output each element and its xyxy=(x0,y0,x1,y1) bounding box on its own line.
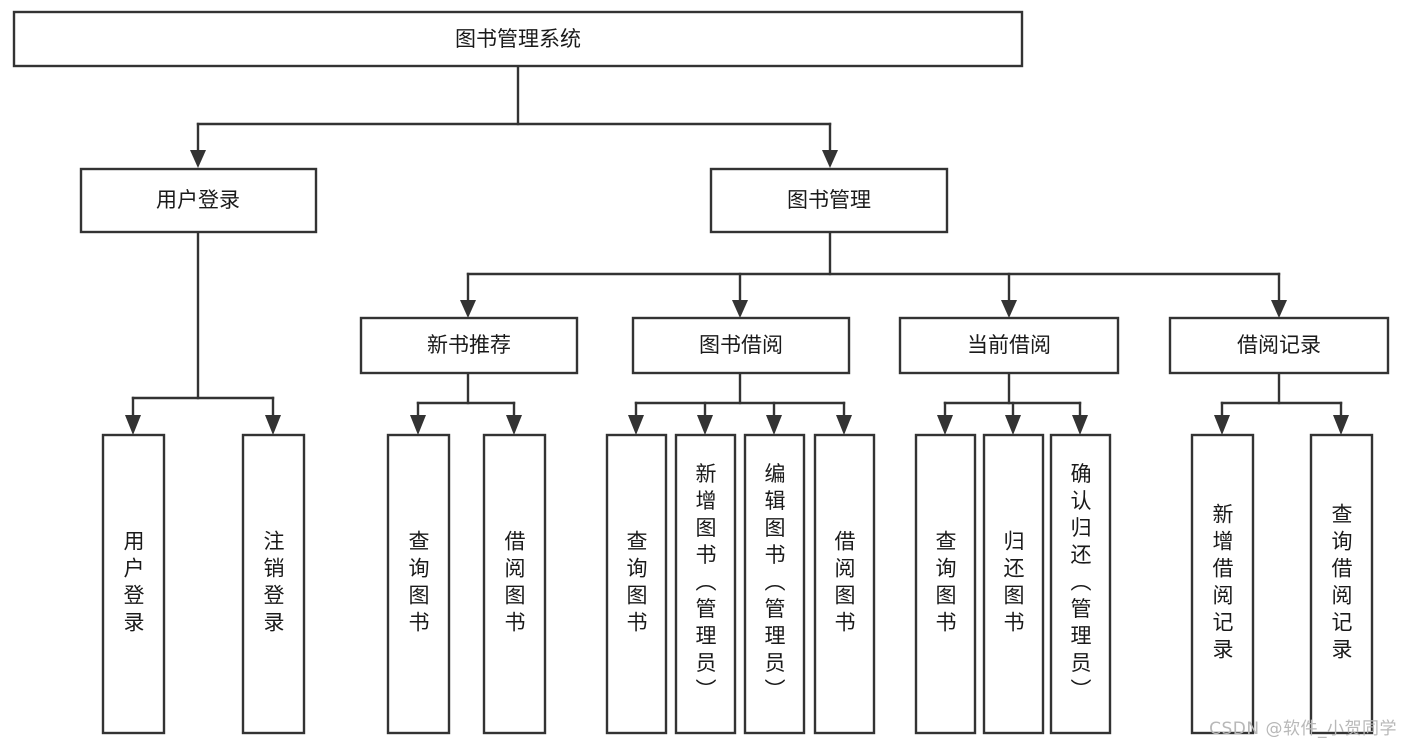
leaf-bo-query-rect xyxy=(605,433,668,735)
node-user-login-rect xyxy=(79,167,318,234)
leaf-node[interactable]: 用户登录 xyxy=(101,433,166,735)
node-new-book-recommend[interactable]: 新书推荐 xyxy=(359,316,579,375)
arrowhead-user-login xyxy=(190,150,206,168)
arrowhead-borrow xyxy=(732,300,748,318)
node-current-borrow-rect xyxy=(898,316,1120,375)
arrowhead-new-book xyxy=(460,300,476,318)
arrowhead-leaf-cu-2 xyxy=(1072,415,1088,435)
leaf-nb-query-rect xyxy=(386,433,451,735)
leaf-cu-query-label: 查询图书 xyxy=(933,530,957,638)
leaf-cu-confirm-rect xyxy=(1049,433,1112,735)
arrowhead-book-manage xyxy=(822,150,838,168)
leaf-node[interactable]: 注销登录 xyxy=(241,433,306,735)
leaf-nb-borrow-label: 借阅图书 xyxy=(502,530,526,638)
leaf-node[interactable]: 新增图书（管理员） xyxy=(674,433,737,735)
node-borrow-record[interactable]: 借阅记录 xyxy=(1168,316,1390,375)
arrowhead-record xyxy=(1271,300,1287,318)
arrowhead-current xyxy=(1001,300,1017,318)
arrowhead-leaf-bo-1 xyxy=(697,415,713,435)
leaf-node[interactable]: 确认归还（管理员） xyxy=(1049,433,1112,735)
leaf-bo-add-rect xyxy=(674,433,737,735)
arrowhead-leaf-user-login xyxy=(125,415,141,435)
node-borrow-record-label: 借阅记录 xyxy=(1237,333,1321,357)
leaf-node[interactable]: 查询图书 xyxy=(386,433,451,735)
arrowhead-leaf-bo-3 xyxy=(836,415,852,435)
connectors-record-to-leaves xyxy=(1214,371,1349,435)
node-root-system[interactable]: 图书管理系统 xyxy=(12,10,1024,68)
node-book-borrow-label: 图书借阅 xyxy=(699,333,783,357)
node-root-rect xyxy=(12,10,1024,68)
connectors-root-to-level2 xyxy=(190,64,838,168)
node-book-borrow-rect xyxy=(631,316,851,375)
leaf-cu-query-rect xyxy=(914,433,977,735)
arrowhead-leaf-cu-0 xyxy=(937,415,953,435)
leaf-re-add-label: 新增借阅记录 xyxy=(1210,503,1234,665)
node-new-book-rect xyxy=(359,316,579,375)
node-book-borrow[interactable]: 图书借阅 xyxy=(631,316,851,375)
node-current-borrow[interactable]: 当前借阅 xyxy=(898,316,1120,375)
leaf-node[interactable]: 归还图书 xyxy=(982,433,1045,735)
leaf-node[interactable]: 编辑图书（管理员） xyxy=(743,433,806,735)
leaf-user-login-rect xyxy=(101,433,166,735)
leaf-logout-rect xyxy=(241,433,306,735)
arrowhead-leaf-logout xyxy=(265,415,281,435)
connectors-new-book-to-leaves xyxy=(410,371,522,435)
leaf-nb-query-label: 查询图书 xyxy=(406,530,430,638)
node-book-manage-rect xyxy=(709,167,949,234)
leaf-node[interactable]: 查询借阅记录 xyxy=(1309,433,1374,735)
leaf-cu-return-rect xyxy=(982,433,1045,735)
leaf-bo-borrow-label: 借阅图书 xyxy=(832,530,856,638)
leaf-bo-query-label: 查询图书 xyxy=(624,530,648,638)
arrowhead-leaf-nb-0 xyxy=(410,415,426,435)
leaf-cu-return-label: 归还图书 xyxy=(1001,530,1025,638)
leaf-node[interactable]: 借阅图书 xyxy=(482,433,547,735)
leaf-cu-confirm-label: 确认归还（管理员） xyxy=(1068,463,1092,706)
leaf-bo-add-label: 新增图书（管理员） xyxy=(693,463,717,706)
node-borrow-record-rect xyxy=(1168,316,1390,375)
leaf-node[interactable]: 借阅图书 xyxy=(813,433,876,735)
node-new-book-label: 新书推荐 xyxy=(427,333,511,357)
arrowhead-leaf-nb-1 xyxy=(506,415,522,435)
leaf-node[interactable]: 新增借阅记录 xyxy=(1190,433,1255,735)
node-user-login[interactable]: 用户登录 xyxy=(79,167,318,234)
node-book-manage[interactable]: 图书管理 xyxy=(709,167,949,234)
arrowhead-leaf-re-1 xyxy=(1333,415,1349,435)
leaf-bo-edit-rect xyxy=(743,433,806,735)
connectors-borrow-to-leaves xyxy=(628,371,852,435)
leaf-logout-label: 注销登录 xyxy=(261,530,285,638)
leaf-nb-borrow-rect xyxy=(482,433,547,735)
connectors-current-to-leaves xyxy=(937,371,1088,435)
leaf-node[interactable]: 查询图书 xyxy=(914,433,977,735)
csdn-watermark: CSDN @软件_小贺同学 xyxy=(1209,719,1397,739)
leaf-bo-edit-label: 编辑图书（管理员） xyxy=(762,463,786,706)
leaf-bo-borrow-rect xyxy=(813,433,876,735)
node-user-login-label: 用户登录 xyxy=(156,188,240,212)
connectors-book-manage-to-level3 xyxy=(460,230,1287,318)
leaf-re-add-rect xyxy=(1190,433,1255,735)
node-root-label: 图书管理系统 xyxy=(455,27,581,51)
arrowhead-leaf-bo-0 xyxy=(628,415,644,435)
leaf-re-query-label: 查询借阅记录 xyxy=(1329,503,1353,665)
leaf-user-login-label: 用户登录 xyxy=(121,530,145,638)
leaf-node[interactable]: 查询图书 xyxy=(605,433,668,735)
node-book-manage-label: 图书管理 xyxy=(787,188,871,212)
arrowhead-leaf-bo-2 xyxy=(766,415,782,435)
connectors-user-login-to-leaves xyxy=(125,230,281,435)
arrowhead-leaf-cu-1 xyxy=(1005,415,1021,435)
arrowhead-leaf-re-0 xyxy=(1214,415,1230,435)
leaf-re-query-rect xyxy=(1309,433,1374,735)
node-current-borrow-label: 当前借阅 xyxy=(967,333,1051,357)
